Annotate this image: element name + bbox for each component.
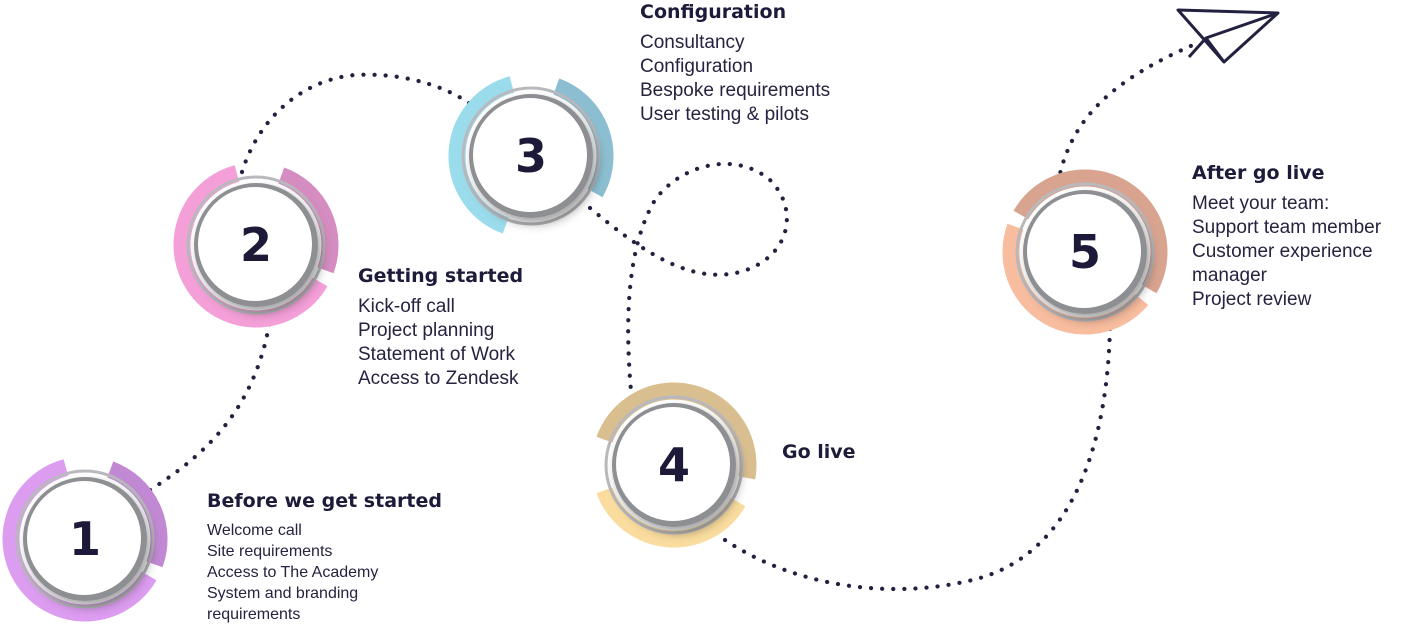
ring-outline [461,86,601,226]
step-3-item: Bespoke requirements [640,80,831,101]
step-3-items: Consultancy Configuration Bespoke requir… [640,31,830,127]
step-5-text: After go live Meet your team: Support te… [1192,162,1381,312]
step-5-item: Support team member [1192,217,1382,238]
ring-shade-arc [596,382,675,443]
ring-accent-arc [553,78,614,198]
step-3-ring [448,76,614,234]
ring-outline [186,175,326,315]
step-1-item: requirements [207,606,301,623]
ring-disc [473,98,587,212]
ring-accent-arc [1002,223,1149,335]
step-4-text: Go live [782,441,856,471]
ring-accent-arc [278,167,339,274]
ring-accent-arc [596,382,675,443]
step-1-item: Site requirements [207,543,333,560]
ring-disc [27,481,141,595]
step-3-title: Configuration [640,1,787,23]
ring-accent-arc [107,461,168,568]
step-3-item: Consultancy [640,32,745,53]
path-5-to-plane [1055,39,1203,186]
step-3-item: Configuration [640,56,754,77]
ring-shade-arc [553,78,614,198]
step-2-item: Project planning [358,320,495,341]
step-2-item: Kick-off call [358,296,455,317]
step-1-title: Before we get started [207,490,442,512]
step-2-number: 2 [239,218,272,272]
step-1-text: Before we get started Welcome call Site … [207,490,442,625]
paper-plane-icon [1176,8,1280,64]
step-5-item: Project review [1192,289,1312,310]
ring-outline [15,469,155,609]
ring-accent-arc [448,76,515,234]
step-4-number: 4 [657,438,690,492]
step-4-title: Go live [782,441,856,463]
ring-disc [198,187,312,301]
ring-shade-arc [1084,169,1168,294]
ring-disc [616,407,730,521]
step-1-items: Welcome call Site requirements Access to… [207,520,442,625]
step-1-ring [2,459,168,622]
step-2-item: Access to Zendesk [358,368,519,389]
ring-shade-arc [278,167,339,274]
ring-outline [1015,182,1155,322]
ring-disc [1027,194,1141,308]
ring-accent-arc [673,382,757,480]
ring-accent-arc [2,459,157,622]
step-5-title: After go live [1192,162,1325,184]
step-2-item: Statement of Work [358,344,515,365]
ring-shade-arc [107,461,168,568]
step-4-ring [596,382,757,548]
step-3-text: Configuration Consultancy Configuration … [640,1,830,127]
step-2-text: Getting started Kick-off call Project pl… [358,265,523,391]
step-5-item: Customer experience [1192,241,1373,262]
step-2-items: Kick-off call Project planning Statement… [358,295,523,391]
step-1-item: System and branding [207,585,359,602]
ring-accent-arc [173,165,328,328]
path-3-to-4-loop [587,161,789,405]
step-3-number: 3 [514,129,547,183]
path-2-to-3 [239,72,481,175]
step-1-number: 1 [68,512,101,566]
step-1-item: Access to The Academy [207,564,379,581]
ring-shade-arc [673,382,757,480]
path-4-to-5 [722,322,1113,592]
ring-accent-arc [596,487,746,548]
ring-outline [604,395,744,535]
ring-shade-arc [1013,169,1086,220]
step-5-ring [1002,169,1168,335]
step-5-number: 5 [1068,225,1101,279]
step-5-item: manager [1192,265,1267,286]
ring-accent-arc [1013,169,1086,220]
step-2-title: Getting started [358,265,524,287]
ring-accent-arc [1084,169,1168,294]
step-2-ring [173,165,339,328]
step-3-item: User testing & pilots [640,104,809,125]
path-1-to-2 [147,317,273,493]
step-5-items: Meet your team: Support team member Cust… [1192,192,1381,312]
step-1-item: Welcome call [207,522,302,539]
step-5-item: Meet your team: [1192,193,1330,214]
